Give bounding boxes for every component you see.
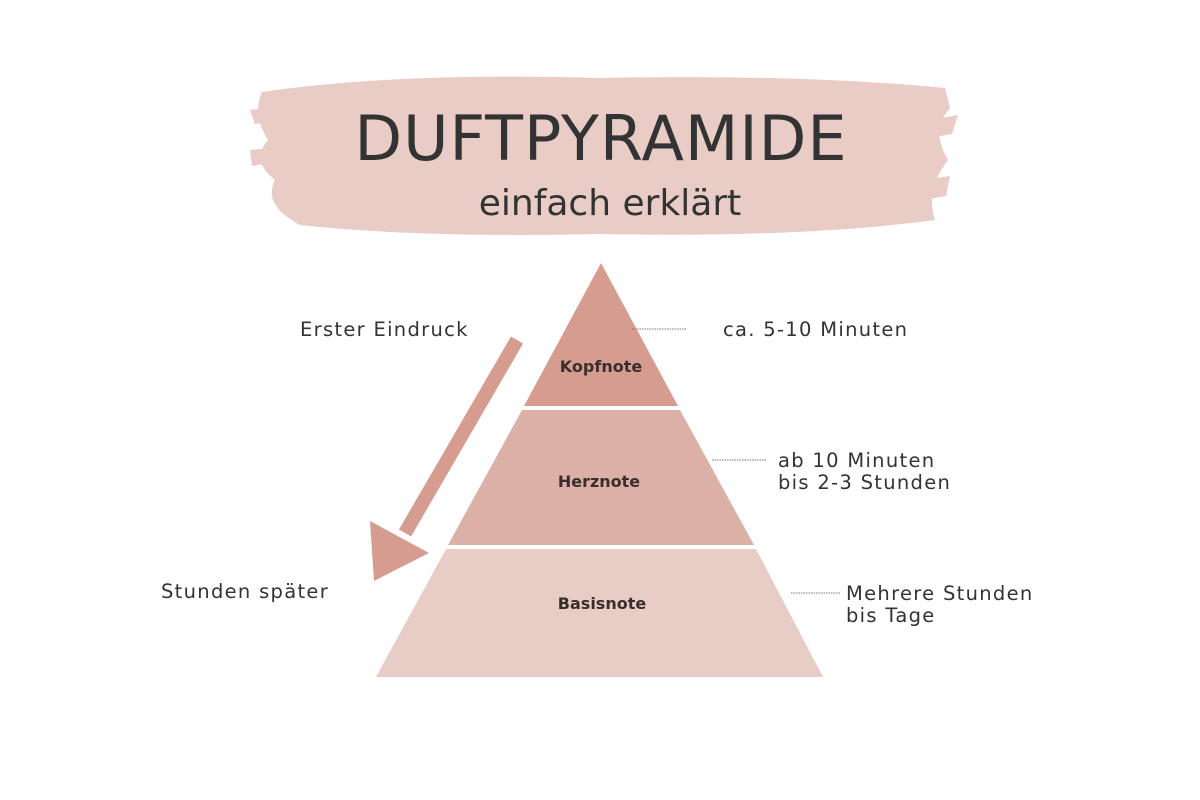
page-title: DUFTPYRAMIDE — [354, 102, 847, 175]
tier-herznote — [448, 410, 754, 545]
arrow-end-label: Stunden später — [161, 580, 329, 603]
duration-basisnote-line2: bis Tage — [846, 604, 936, 627]
duration-kopfnote: ca. 5-10 Minuten — [723, 318, 908, 341]
tier-label-herznote: Herznote — [558, 472, 640, 491]
duration-basisnote-line1: Mehrere Stunden — [846, 582, 1034, 605]
page-subtitle: einfach erklärt — [479, 183, 742, 224]
time-arrow-icon — [370, 336, 524, 581]
duration-herznote-line2: bis 2-3 Stunden — [778, 471, 951, 494]
tier-label-basisnote: Basisnote — [558, 594, 647, 613]
duration-herznote-line1: ab 10 Minuten — [778, 449, 935, 472]
brush-stroke-banner — [250, 76, 958, 235]
tier-label-kopfnote: Kopfnote — [560, 357, 643, 376]
tier-kopfnote — [524, 263, 678, 406]
tier-basisnote — [376, 549, 823, 677]
arrow-start-label: Erster Eindruck — [300, 318, 469, 341]
